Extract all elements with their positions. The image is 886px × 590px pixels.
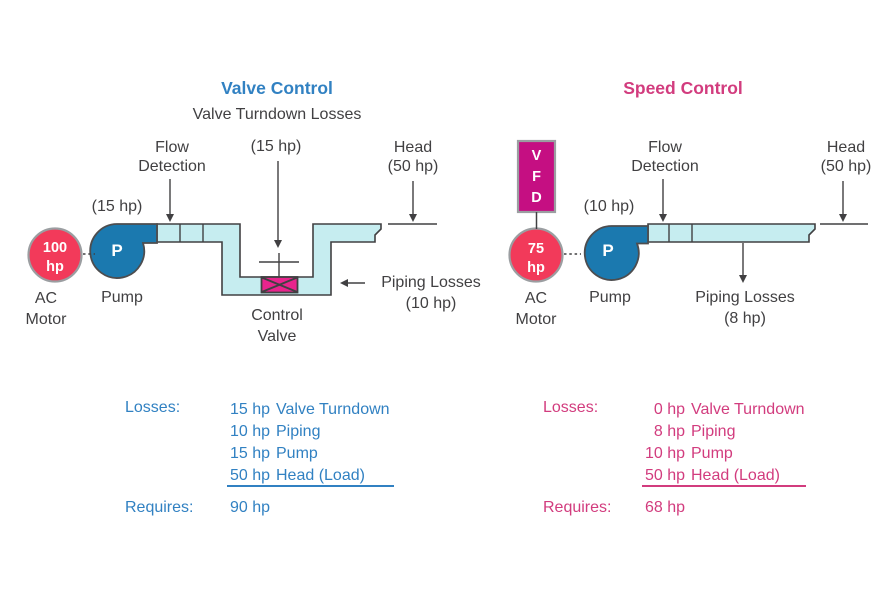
pump-p-text-left: P bbox=[111, 241, 123, 260]
valve-turndown-arrowhead bbox=[274, 240, 282, 248]
control-valve-label: Control Valve bbox=[251, 307, 303, 345]
sum-rule-right bbox=[642, 485, 806, 487]
flow-detection-label-right: Flow Detection bbox=[631, 139, 699, 175]
head-label-left: Head (50 hp) bbox=[387, 139, 439, 175]
flow-detection-arrowhead-left bbox=[166, 214, 174, 222]
ac-motor-label-right: AC Motor bbox=[515, 290, 557, 328]
title-valve-control: Valve Control bbox=[221, 78, 333, 98]
pump-label-left: Pump bbox=[101, 289, 143, 306]
valve-x-line bbox=[261, 276, 298, 293]
piping-losses-arrowhead-left bbox=[340, 279, 348, 287]
valve-turndown-hp-label: (15 hp) bbox=[250, 138, 302, 155]
ac-motor-left bbox=[27, 227, 83, 283]
pump-hp-label-right: (10 hp) bbox=[583, 198, 635, 215]
requires-value-right: 68 hp bbox=[644, 499, 685, 516]
motor-hp-text-left: 100 hp bbox=[42, 240, 68, 275]
requires-value-left: 90 hp bbox=[229, 499, 270, 516]
losses-heading-left: Losses: bbox=[125, 399, 181, 416]
piping-losses-arrowhead-right bbox=[739, 275, 747, 283]
flow-detection-arrowhead-right bbox=[659, 214, 667, 222]
head-arrowhead-right bbox=[839, 214, 847, 222]
flow-detection-label-left: Flow Detection bbox=[138, 139, 206, 175]
piping-losses-label-left: Piping Losses (10 hp) bbox=[381, 274, 481, 312]
pump-hp-label-left: (15 hp) bbox=[91, 198, 143, 215]
ac-motor-label-left: AC Motor bbox=[25, 290, 67, 328]
valve-turndown-losses-label: Valve Turndown Losses bbox=[192, 106, 362, 123]
losses-heading-right: Losses: bbox=[543, 399, 599, 416]
sum-rule-left bbox=[227, 485, 394, 487]
pipe-right bbox=[647, 223, 816, 243]
pump-p-text-right: P bbox=[602, 241, 614, 260]
requires-heading-left: Requires: bbox=[125, 499, 194, 516]
motor-hp-text-right: 75 hp bbox=[527, 241, 545, 276]
vfd-box bbox=[516, 139, 557, 214]
vfd-text: V F D bbox=[531, 148, 542, 206]
pump-left bbox=[89, 223, 158, 279]
pump-right bbox=[583, 225, 649, 281]
requires-heading-right: Requires: bbox=[543, 499, 612, 516]
head-arrowhead-left bbox=[409, 214, 417, 222]
head-label-right: Head (50 hp) bbox=[820, 139, 872, 175]
title-speed-control: Speed Control bbox=[623, 78, 743, 98]
pump-label-right: Pump bbox=[589, 289, 631, 306]
piping-losses-label-right: Piping Losses (8 hp) bbox=[695, 289, 795, 327]
